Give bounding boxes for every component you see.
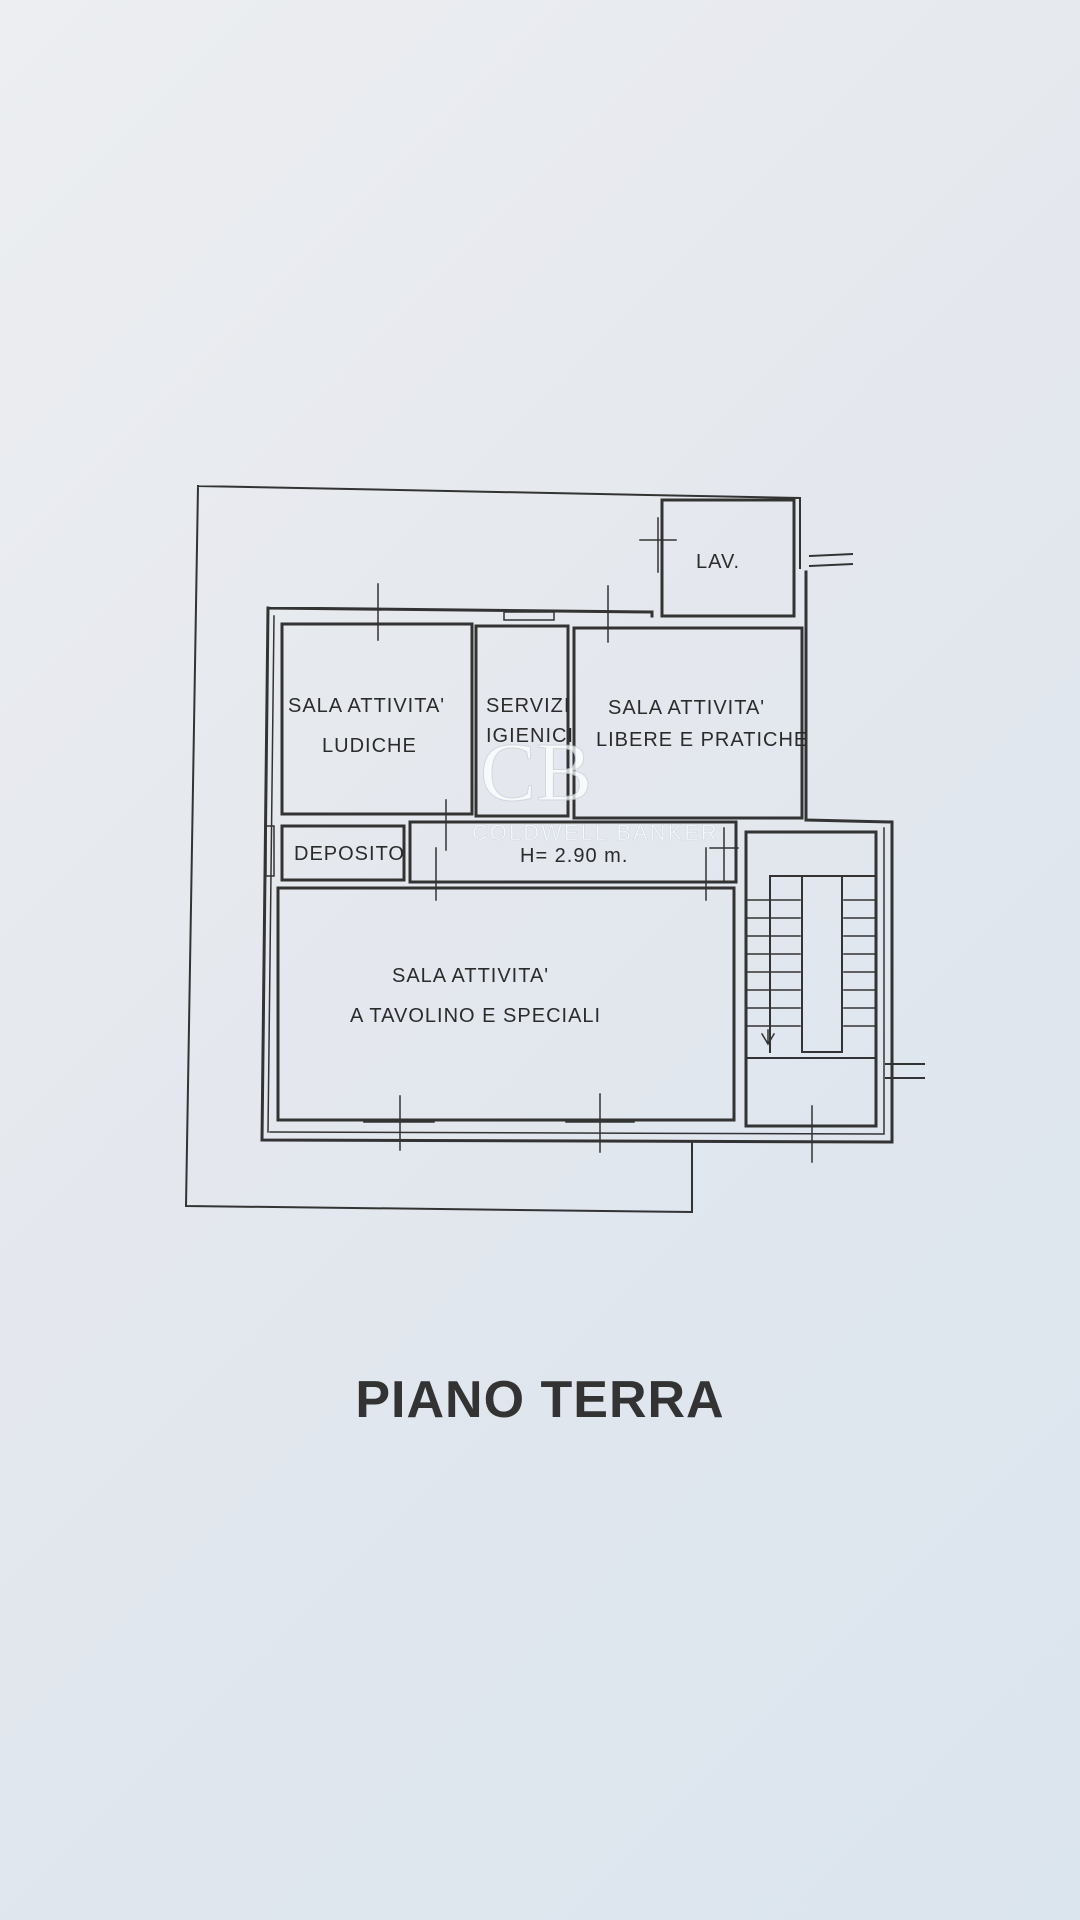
building-inner-wall — [267, 615, 885, 1135]
ludiche-label-line2: LUDICHE — [322, 735, 417, 757]
lav-label: LAV. — [696, 551, 740, 573]
door-mark — [265, 825, 275, 877]
coldwell-banker-watermark: CB COLDWELL BANKER — [472, 726, 719, 846]
servizi-room — [474, 624, 570, 818]
ludiche-label-line1: SALA ATTIVITA' — [288, 695, 445, 717]
pipe-lines — [808, 552, 925, 1079]
room-labels: LAV. SALA ATTIVITA' LUDICHE SERVIZI IGIE… — [288, 551, 808, 1027]
tavolino-label-line1: SALA ATTIVITA' — [392, 965, 549, 987]
height-label: H= 2.90 m. — [520, 845, 628, 867]
watermark-text: COLDWELL BANKER — [472, 820, 719, 845]
lav-room — [660, 498, 796, 618]
servizi-label-line2: IGIENICI — [486, 725, 574, 747]
stair-treads — [747, 899, 877, 1027]
libere-label-line1: SALA ATTIVITA' — [608, 697, 765, 719]
stair-landing — [745, 875, 877, 1059]
floor-title: PIANO TERRA — [355, 1371, 725, 1429]
plot-boundary — [184, 484, 801, 1214]
deposito-label: DEPOSITO — [294, 843, 405, 865]
stair-arrow — [760, 1029, 776, 1046]
building-outer-wall — [260, 570, 894, 1144]
libere-room — [572, 626, 804, 820]
servizi-label-line1: SERVIZI — [486, 695, 570, 717]
dimension-ticks — [363, 517, 837, 1163]
tavolino-room — [276, 886, 736, 1122]
ludiche-room — [280, 622, 474, 816]
corridor — [408, 820, 738, 884]
libere-label-line2: LIBERE E PRATICHE — [596, 729, 808, 751]
stair-well — [801, 875, 843, 1053]
deposito-room — [280, 824, 406, 882]
watermark-monogram: CB — [480, 726, 592, 819]
tavolino-label-line2: A TAVOLINO E SPECIALI — [350, 1005, 601, 1027]
window-mark — [503, 611, 555, 621]
